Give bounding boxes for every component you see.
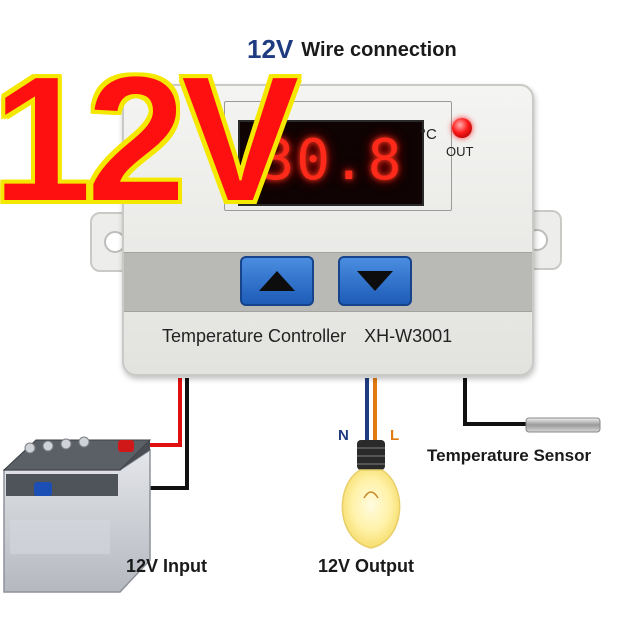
out-indicator-led	[452, 118, 472, 138]
output-wires	[365, 378, 377, 448]
battery-negative-terminal	[34, 482, 52, 496]
unit-label: °C	[420, 126, 437, 143]
temperature-probe-icon	[525, 417, 601, 433]
sensor-wire	[463, 378, 528, 426]
triangle-down-icon	[357, 271, 393, 291]
down-button[interactable]	[338, 256, 412, 306]
light-bulb-icon	[341, 440, 401, 549]
input-label: 12V Input	[126, 556, 208, 576]
up-button[interactable]	[240, 256, 314, 306]
output-label: 12V Output	[318, 556, 415, 576]
live-letter: L	[390, 427, 400, 444]
model-number: XH-W3001	[364, 326, 453, 346]
display-bezel	[224, 101, 452, 211]
title-voltage: 12V	[247, 34, 294, 64]
battery-icon	[2, 436, 152, 593]
led-display	[238, 120, 424, 206]
input-red-wire	[128, 378, 182, 447]
temperature-readout: 30.8	[260, 128, 404, 193]
triangle-up-icon	[259, 271, 295, 291]
diagram-title: 12V Wire connection	[247, 34, 457, 65]
battery-positive-terminal	[118, 440, 134, 452]
voltage-overlay-text: 12V	[0, 39, 301, 240]
panel-label: Temperature Controller XH-W3001	[162, 326, 470, 347]
temperature-controller: 30.8 °C OUT Temperature Controller XH-W30…	[122, 84, 534, 376]
panel-label-text: Temperature Controller	[162, 326, 347, 346]
title-text: Wire connection	[301, 39, 457, 61]
button-strip	[124, 252, 532, 312]
out-label: OUT	[446, 144, 474, 159]
sensor-label: Temperature Sensor	[427, 446, 592, 465]
neutral-letter: N	[338, 427, 349, 444]
